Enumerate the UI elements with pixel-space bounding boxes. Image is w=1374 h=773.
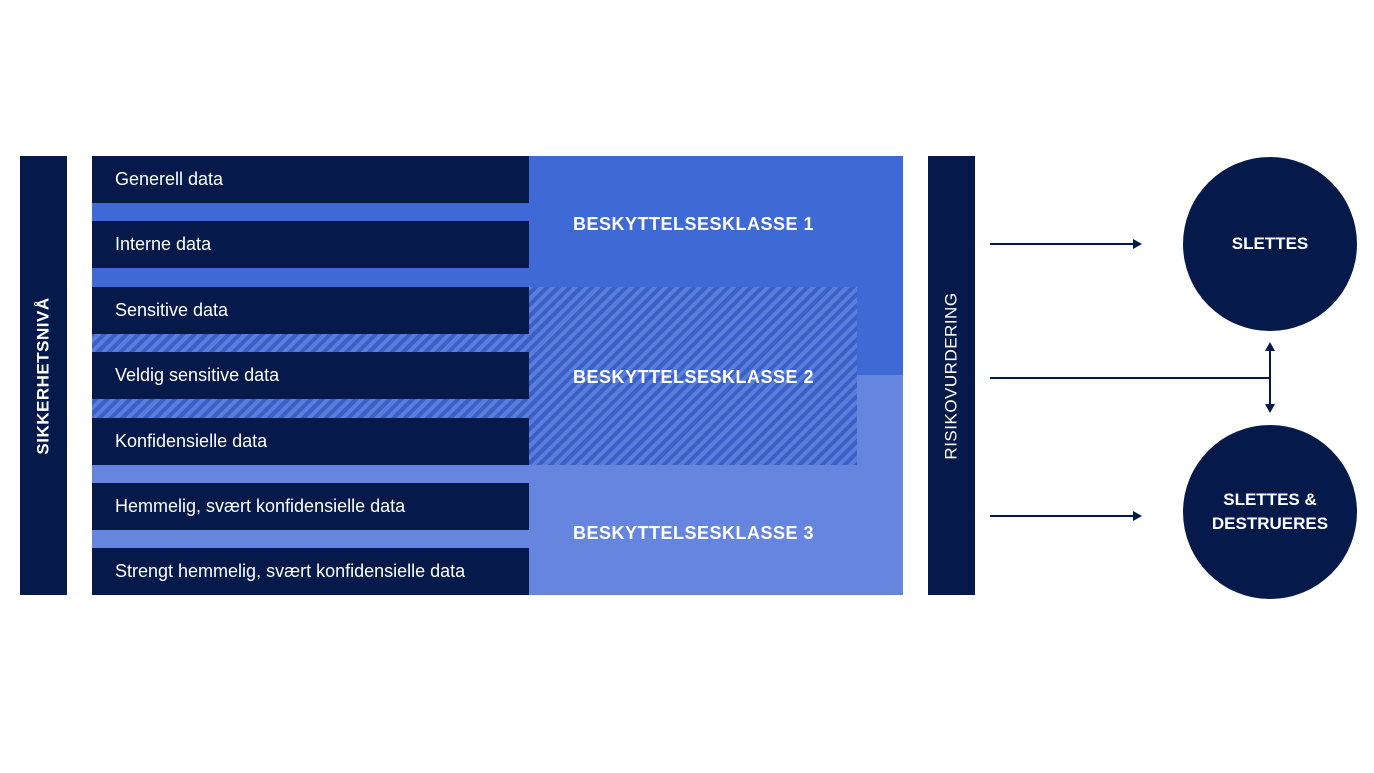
- arrowhead-icon: [1133, 239, 1142, 249]
- arrowhead-icon: [1133, 511, 1142, 521]
- arrowhead-down-icon: [1265, 404, 1275, 413]
- row-veldig-sensitive: Veldig sensitive data: [92, 352, 529, 399]
- outcome-line-1: SLETTES &: [1223, 490, 1317, 509]
- row-interne: Interne data: [92, 221, 529, 268]
- class-3-label: BESKYTTELSESKLASSE 3: [573, 523, 815, 543]
- class-1-label: BESKYTTELSESKLASSE 1: [573, 214, 815, 234]
- classification-block: Generell data Interne data Sensitive dat…: [92, 156, 903, 595]
- outcome-slettes-label: SLETTES: [1231, 234, 1309, 253]
- outcome-slettes-destrueres: SLETTES & DESTRUERES: [1183, 425, 1357, 599]
- security-level-axis: SIKKERHETSNIVÅ: [20, 156, 67, 595]
- row-hemmelig: Hemmelig, svært konfidensielle data: [92, 483, 529, 530]
- risk-assessment-axis: RISIKOVURDERING: [928, 156, 975, 595]
- row-strengt-hemmelig: Strengt hemmelig, svært konfidensielle d…: [92, 548, 529, 595]
- outcome-slettes: SLETTES: [1183, 157, 1357, 331]
- row-sensitive: Sensitive data: [92, 287, 529, 334]
- row-generell: Generell data: [92, 156, 529, 203]
- row-konfidensielle: Konfidensielle data: [92, 418, 529, 465]
- arrowhead-up-icon: [1265, 342, 1275, 351]
- class-2-label: BESKYTTELSESKLASSE 2: [573, 367, 815, 387]
- outcome-line-2: DESTRUERES: [1211, 514, 1329, 533]
